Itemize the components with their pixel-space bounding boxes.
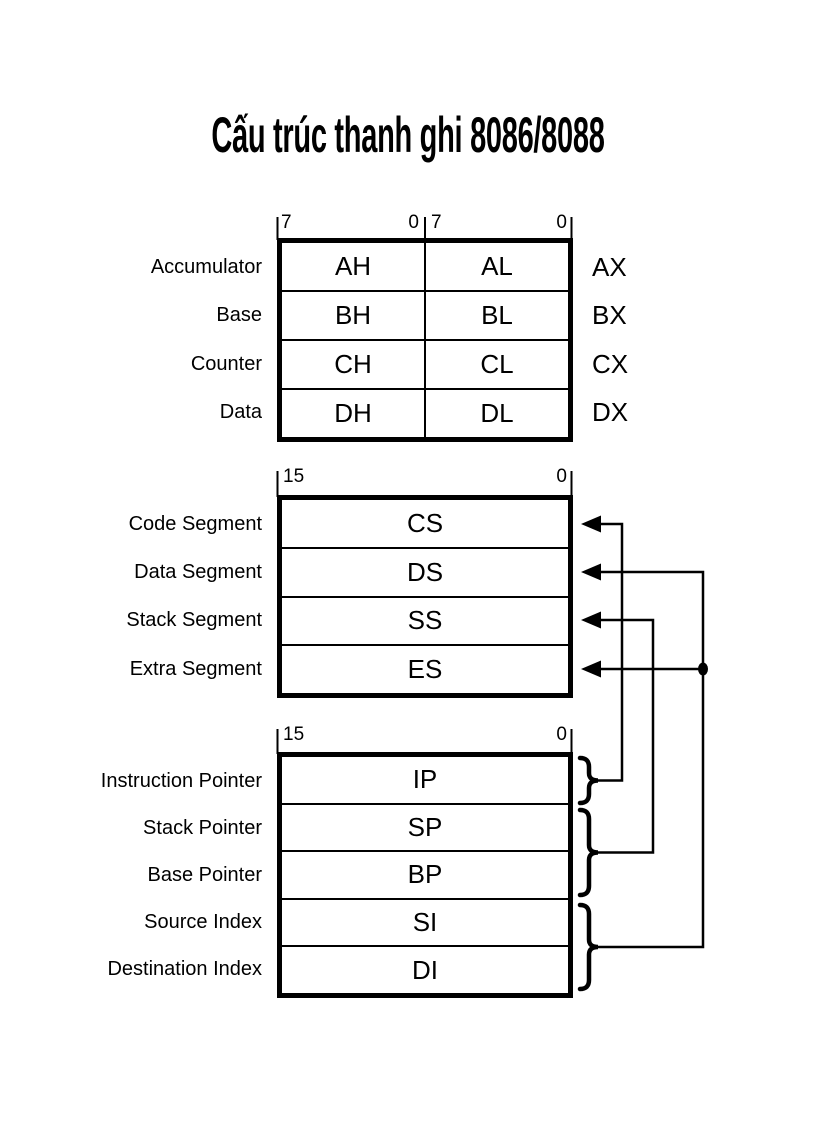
row-label-extra-segment: Extra Segment bbox=[129, 658, 262, 680]
word-label-bx: BX bbox=[592, 300, 627, 330]
row-label-base-pointer: Base Pointer bbox=[147, 864, 262, 886]
bit-label-segment-right: 0 bbox=[556, 466, 567, 487]
register-cell-es: ES bbox=[407, 654, 443, 685]
register-row-bp: BP bbox=[282, 850, 568, 898]
connector-si-di-to-ds bbox=[597, 570, 705, 949]
pointer-index-registers-box: IP SP BP SI DI bbox=[277, 752, 573, 998]
register-row-ds: DS bbox=[282, 546, 568, 596]
register-cell-ip: IP bbox=[412, 764, 438, 795]
row-label-base: Base bbox=[216, 304, 262, 326]
brace-si-di bbox=[577, 902, 599, 992]
register-cell-ah: AH bbox=[282, 243, 426, 290]
bit-label-general-high-left: 7 bbox=[281, 212, 292, 233]
register-row-ip: IP bbox=[282, 757, 568, 803]
register-cell-bp: BP bbox=[407, 859, 443, 890]
register-row-si: SI bbox=[282, 897, 568, 946]
brace-ip bbox=[577, 755, 599, 806]
word-label-ax: AX bbox=[592, 252, 627, 282]
register-row-dx: DH DL bbox=[282, 388, 568, 437]
register-row-cs: CS bbox=[282, 500, 568, 547]
page-title-wrap: Cấu trúc thanh ghi 8086/8088 bbox=[0, 106, 816, 164]
register-row-ss: SS bbox=[282, 595, 568, 645]
row-label-stack-pointer: Stack Pointer bbox=[143, 817, 262, 839]
register-cell-al: AL bbox=[481, 251, 513, 281]
bit-label-general-high-right: 0 bbox=[408, 212, 419, 233]
segment-registers-box: CS DS SS ES bbox=[277, 495, 573, 698]
register-cell-cs: CS bbox=[406, 507, 444, 538]
register-cell-sp: SP bbox=[407, 811, 443, 842]
row-label-code-segment: Code Segment bbox=[128, 513, 262, 535]
register-row-sp: SP bbox=[282, 802, 568, 851]
register-cell-cl: CL bbox=[480, 349, 514, 379]
register-cell-bh: BH bbox=[282, 292, 426, 339]
register-row-di: DI bbox=[282, 945, 568, 993]
register-row-bx: BH BL bbox=[282, 290, 568, 339]
general-registers-box: AH AL BH BL CH CL DH DL bbox=[277, 238, 573, 442]
arrowhead-es bbox=[581, 660, 601, 678]
bit-label-pointer-right: 0 bbox=[556, 724, 567, 745]
arrowhead-ds bbox=[581, 563, 601, 581]
row-label-data-segment: Data Segment bbox=[134, 561, 262, 583]
register-cell-ch: CH bbox=[282, 341, 426, 388]
register-cell-si: SI bbox=[412, 907, 438, 938]
junction-dot bbox=[698, 662, 708, 676]
row-label-counter: Counter bbox=[190, 353, 262, 375]
bit-ticks-general bbox=[276, 217, 573, 240]
arrowhead-cs bbox=[581, 515, 601, 533]
register-row-ax: AH AL bbox=[282, 243, 568, 290]
register-row-cx: CH CL bbox=[282, 339, 568, 388]
register-row-es: ES bbox=[282, 644, 568, 693]
bit-ticks-pointer bbox=[276, 729, 573, 754]
row-label-stack-segment: Stack Segment bbox=[126, 609, 262, 631]
page-title: Cấu trúc thanh ghi 8086/8088 bbox=[211, 107, 605, 163]
brace-sp-bp bbox=[577, 807, 599, 898]
row-label-instruction-pointer: Instruction Pointer bbox=[100, 770, 262, 792]
arrowhead-ss bbox=[581, 611, 601, 629]
register-cell-dh: DH bbox=[282, 390, 426, 437]
row-label-accumulator: Accumulator bbox=[150, 256, 262, 278]
word-label-cx: CX bbox=[592, 349, 629, 379]
connector-ip-to-cs bbox=[597, 522, 624, 782]
row-label-data: Data bbox=[219, 401, 262, 423]
connector-sp-bp-to-ss bbox=[597, 618, 655, 854]
bit-ticks-segment bbox=[276, 471, 573, 497]
bit-label-segment-left: 15 bbox=[283, 466, 305, 487]
row-label-destination-index: Destination Index bbox=[107, 958, 262, 980]
row-label-source-index: Source Index bbox=[144, 911, 262, 933]
register-cell-bl: BL bbox=[481, 300, 513, 330]
register-cell-ss: SS bbox=[407, 605, 443, 636]
register-cell-ds: DS bbox=[406, 556, 444, 587]
word-label-dx: DX bbox=[592, 397, 629, 427]
bit-label-general-low-left: 7 bbox=[431, 212, 442, 233]
register-cell-di: DI bbox=[412, 954, 438, 985]
register-cell-dl: DL bbox=[480, 398, 514, 428]
bit-label-general-low-right: 0 bbox=[556, 212, 567, 233]
bit-label-pointer-left: 15 bbox=[283, 724, 305, 745]
